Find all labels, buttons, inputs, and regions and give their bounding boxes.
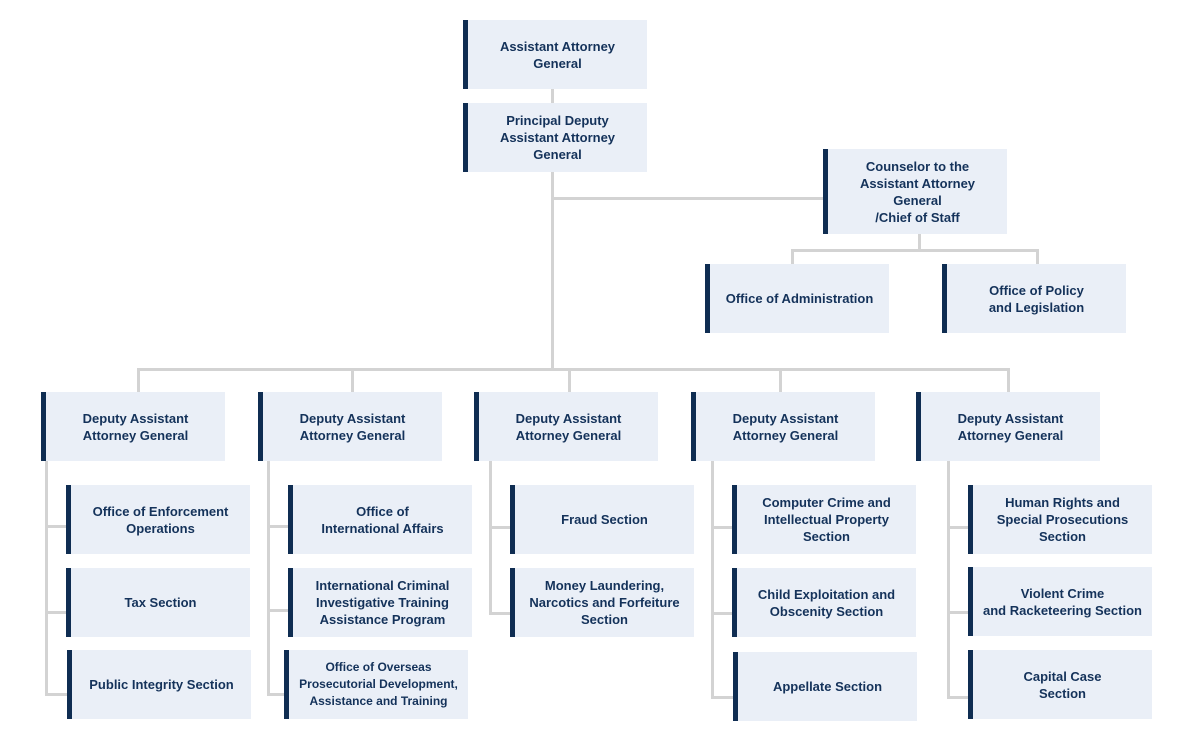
branch-col4-tick (711, 612, 733, 615)
box-deputy-aag-4: Deputy Assistant Attorney General (691, 392, 875, 461)
box-fraud-section: Fraud Section (510, 485, 694, 554)
box-child-exploitation-section: Child Exploitation and Obscenity Section (732, 568, 916, 637)
connector-staff-bar (791, 249, 1039, 252)
branch-col2-tick (267, 609, 289, 612)
branch-col3 (489, 461, 492, 615)
box-capital-case-section: Capital Case Section (968, 650, 1152, 719)
box-principal-deputy-aag: Principal Deputy Assistant Attorney Gene… (463, 103, 647, 172)
branch-col1-tick (45, 525, 68, 528)
box-human-rights-section: Human Rights and Special Prosecutions Se… (968, 485, 1152, 554)
branch-col2 (267, 461, 270, 696)
connector-deputy-4 (779, 368, 782, 392)
branch-col2-tick (267, 693, 285, 696)
branch-col5-tick (947, 696, 969, 699)
connector-deputy-2 (351, 368, 354, 392)
connector-deputy-3 (568, 368, 571, 392)
box-deputy-aag-3: Deputy Assistant Attorney General (474, 392, 658, 461)
connector-aag-pdaag (551, 89, 554, 103)
box-deputy-aag-5: Deputy Assistant Attorney General (916, 392, 1100, 461)
connector-counselor-down (918, 234, 921, 251)
branch-col4-tick (711, 696, 733, 699)
box-deputy-aag-2: Deputy Assistant Attorney General (258, 392, 442, 461)
box-tax-section: Tax Section (66, 568, 250, 637)
box-public-integrity-section: Public Integrity Section (67, 650, 251, 719)
box-assistant-attorney-general: Assistant Attorney General (463, 20, 647, 89)
box-office-of-administration: Office of Administration (705, 264, 889, 333)
branch-col4-tick (711, 526, 733, 529)
connector-deputy-1 (137, 368, 140, 392)
branch-col3-tick (489, 526, 511, 529)
connector-deputy-5 (1007, 368, 1010, 392)
branch-col1-tick (45, 693, 68, 696)
connector-to-counselor (551, 197, 825, 200)
box-appellate-section: Appellate Section (733, 652, 917, 721)
box-office-of-policy-legislation: Office of Policy and Legislation (942, 264, 1126, 333)
branch-col2-tick (267, 525, 289, 528)
branch-col5-tick (947, 526, 969, 529)
box-opdat: Office of Overseas Prosecutorial Develop… (284, 650, 468, 719)
branch-col5-tick (947, 611, 969, 614)
box-money-laundering-section: Money Laundering, Narcotics and Forfeitu… (510, 568, 694, 637)
connector-policy (1036, 249, 1039, 264)
connector-admin (791, 249, 794, 264)
box-violent-crime-section: Violent Crime and Racketeering Section (968, 567, 1152, 636)
box-icitap: International Criminal Investigative Tra… (288, 568, 472, 637)
box-office-of-enforcement-operations: Office of Enforcement Operations (66, 485, 250, 554)
branch-col3-tick (489, 612, 511, 615)
branch-col4 (711, 461, 714, 699)
box-deputy-aag-1: Deputy Assistant Attorney General (41, 392, 225, 461)
branch-col5 (947, 461, 950, 699)
box-counselor-chief-of-staff: Counselor to the Assistant Attorney Gene… (823, 149, 1007, 234)
box-office-of-international-affairs: Office of International Affairs (288, 485, 472, 554)
branch-col1-tick (45, 611, 68, 614)
connector-deputy-bar (137, 368, 1010, 371)
connector-main-trunk (551, 172, 554, 370)
branch-col1 (45, 461, 48, 696)
box-computer-crime-section: Computer Crime and Intellectual Property… (732, 485, 916, 554)
